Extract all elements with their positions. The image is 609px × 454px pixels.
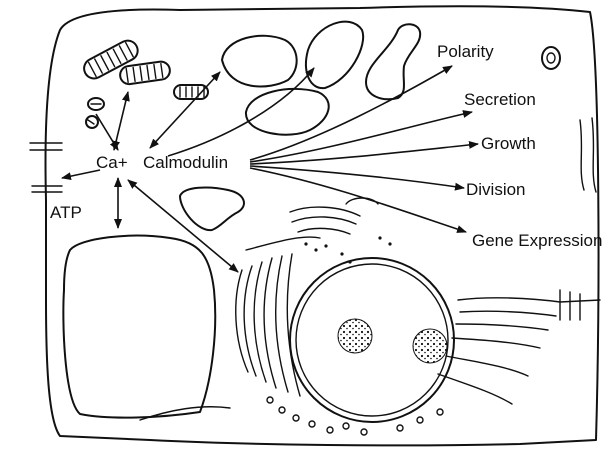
output-label-gene-expression: Gene Expression [472,231,602,250]
dotted-organelles [222,22,363,135]
nucleus [290,258,454,422]
cell-membrane [46,6,599,445]
output-label-growth: Growth [481,134,536,153]
output-label-division: Division [466,180,526,199]
vacuole-mid [180,188,244,231]
mitochondria [81,37,208,128]
arrow-division [250,166,464,188]
arrow-secretion [250,112,472,162]
endoplasmic-reticulum-left [236,237,320,396]
output-label-polarity: Polarity [437,42,494,61]
hub-ion-label: Ca+ [96,153,128,172]
small-organelle [542,47,560,69]
endoplasmic-reticulum-right [438,118,600,404]
output-label-secretion: Secretion [464,90,536,109]
nucleolus-2 [413,329,447,363]
vesicles [140,397,443,435]
nucleolus-1 [338,319,372,353]
arrow-gene-expression [250,168,466,232]
arrow-polarity [250,66,452,160]
arrow-growth [250,144,478,164]
hub-protein-label: Calmodulin [143,153,228,172]
vacuole-large [63,236,215,418]
golgi-apparatus [290,198,392,264]
atp-label: ATP [50,203,82,222]
